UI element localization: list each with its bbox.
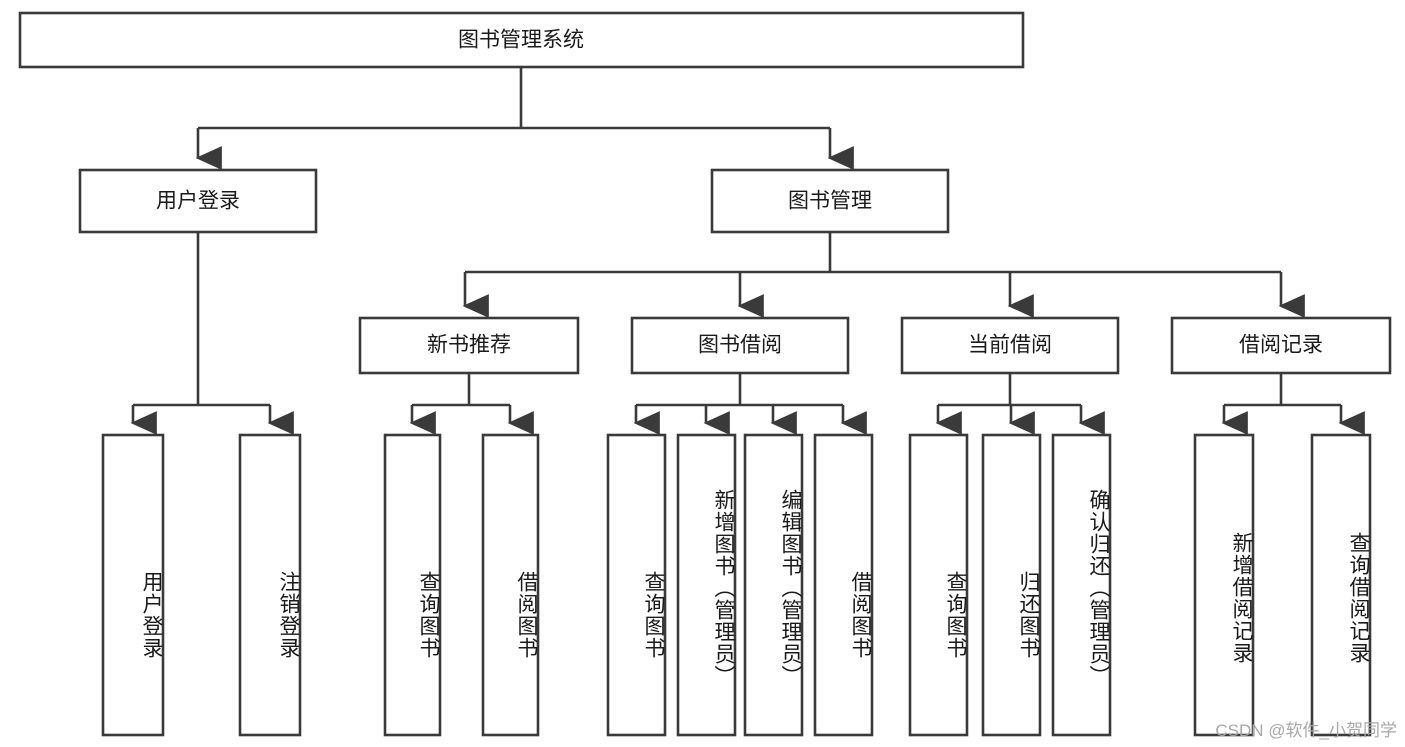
node-leaf-add-book-admin[interactable] [676,433,737,737]
node-leaf-user-login[interactable] [101,433,165,737]
node-leaf-add-borrow-record[interactable] [1193,433,1255,737]
node-new-book-recommend-label: 新书推荐 [427,334,511,357]
node-current-borrow-label: 当前借阅 [968,334,1052,357]
node-leaf-logout-login[interactable] [238,433,302,737]
node-borrow-record[interactable]: 借阅记录 [1170,316,1392,375]
node-leaf-query-borrow-record[interactable] [1310,433,1372,737]
connector-bookmanage-to-level3 [462,232,1305,318]
node-borrow-record-label: 借阅记录 [1239,334,1323,357]
node-leaf-borrow-book[interactable] [813,433,874,737]
node-book-borrow[interactable]: 图书借阅 [630,316,850,375]
node-leaf-query-book-current[interactable] [908,433,969,737]
node-user-login[interactable]: 用户登录 [78,168,318,234]
node-leaf-return-book[interactable] [981,433,1042,737]
node-book-borrow-label: 图书借阅 [698,334,782,357]
node-new-book-recommend[interactable]: 新书推荐 [358,316,580,375]
node-root-label: 图书管理系统 [458,29,584,52]
node-leaf-confirm-return-admin[interactable] [1051,433,1112,737]
node-leaf-borrow-book-rec[interactable] [481,433,540,737]
connector-userlogin-to-leaves [130,232,294,435]
node-book-manage[interactable]: 图书管理 [710,168,950,234]
connector-borrowrecord-to-leaves [1221,373,1365,435]
node-leaf-query-book-borrow[interactable] [606,433,667,737]
node-user-login-label: 用户登录 [156,190,240,213]
node-book-manage-label: 图书管理 [788,190,872,213]
connector-root-to-level2 [195,67,854,170]
node-current-borrow[interactable]: 当前借阅 [900,316,1120,375]
connector-bookborrow-to-leaves [633,373,867,435]
connector-currentborrow-to-leaves [935,373,1105,435]
node-root[interactable]: 图书管理系统 [18,11,1025,69]
csdn-watermark: CSDN @软件_小贺同学 [1215,721,1397,740]
connector-newbook-to-leaves [409,373,534,435]
node-leaf-edit-book-admin[interactable] [743,433,804,737]
node-leaf-query-book-rec[interactable] [383,433,442,737]
